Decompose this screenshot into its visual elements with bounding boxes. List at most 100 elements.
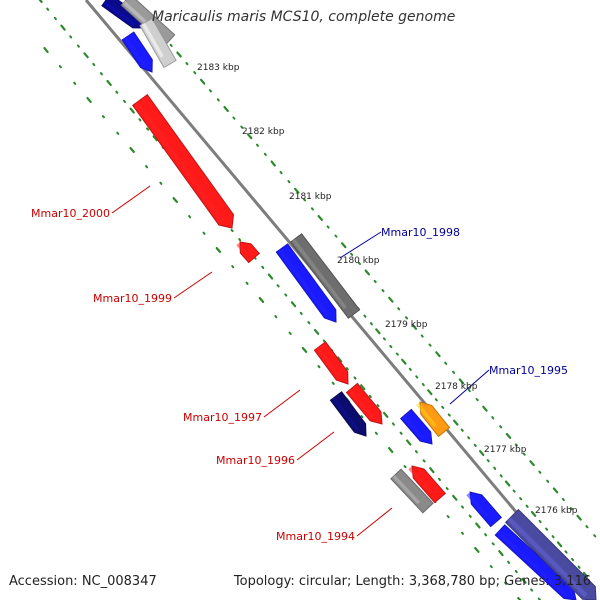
gene-mmar10-1995-b [416, 401, 451, 438]
scale-dot [73, 81, 77, 85]
gene-mmar10-1997-b [345, 382, 383, 425]
gene-right-slate [504, 508, 597, 600]
scale-dot [493, 466, 497, 470]
scale-dot [415, 375, 419, 379]
scale-dot [115, 90, 119, 94]
gene-mmar10-2000 [132, 94, 235, 229]
scale-dot [258, 297, 265, 303]
scale-dot [322, 339, 326, 343]
scale-dot [460, 428, 464, 432]
gene-label-mmar10_2000[interactable]: Mmar10_2000 [31, 207, 110, 220]
gene-label-mmar10_1997[interactable]: Mmar10_1997 [183, 411, 262, 424]
scale-dot [498, 550, 504, 557]
gene-label-mmar10_1994[interactable]: Mmar10_1994 [276, 530, 355, 543]
scale-dot [369, 322, 373, 326]
scale-dot [263, 152, 267, 156]
scale-dot [441, 405, 445, 409]
scale-dot [530, 510, 537, 517]
scale-dot [317, 215, 323, 221]
gene-right-blue-b [494, 524, 577, 600]
scale-dot [360, 384, 366, 391]
scale-dot [240, 125, 244, 129]
scale-dot [232, 116, 236, 120]
genome-summary-text: Topology: circular; Length: 3,368,780 bp… [233, 574, 591, 589]
scale-dot [375, 328, 381, 335]
scale-dot [58, 65, 62, 69]
scale-dot [313, 328, 320, 335]
scale-dot [552, 487, 559, 494]
scale-dot [475, 398, 479, 402]
scale-dot [388, 296, 394, 303]
scale-dot [475, 522, 481, 529]
scale-dot [461, 531, 464, 535]
scale-dot [446, 515, 450, 519]
scale-dot [223, 105, 229, 113]
scale-dot [582, 571, 589, 578]
scale-dot [116, 131, 120, 135]
scale-dot [193, 71, 197, 75]
scale-dot [571, 557, 575, 562]
scale-dot [429, 467, 435, 474]
scale-dot [345, 367, 349, 371]
gene-mmar10-1998-a [275, 243, 337, 323]
scale-dot [491, 542, 495, 546]
scale-dot [279, 170, 283, 175]
gene-label-mmar10_1995[interactable]: Mmar10_1995 [489, 364, 568, 377]
scale-dot [129, 107, 135, 114]
gene-mmar10-1996 [329, 391, 367, 437]
scale-dot [317, 365, 321, 369]
scale-dot [303, 198, 307, 202]
scale-dot [307, 321, 311, 325]
scale-dot [288, 331, 292, 335]
gene-top-lightgrey [139, 17, 177, 69]
scale-dot [334, 234, 338, 238]
scale-dot [215, 247, 222, 253]
scale-dot [538, 519, 542, 524]
gene-right-blue-a [466, 491, 503, 528]
gene-mmar10-1995-a [399, 408, 433, 445]
scale-dot [188, 215, 192, 219]
gene-mmar10-1994-a [390, 468, 434, 514]
scale-dot [452, 370, 456, 374]
scale-dot [399, 431, 403, 435]
scale-dot [99, 72, 103, 76]
scale-dot [69, 35, 73, 39]
scale-dot [499, 425, 503, 429]
scale-dot [525, 504, 529, 508]
scale-dot [453, 419, 459, 426]
kbp-tick-label: 2182 kbp [242, 127, 285, 137]
kbp-tick-label: 2176 kbp [535, 506, 578, 516]
scale-dot [505, 432, 512, 439]
scale-dot [43, 46, 49, 54]
gene-label-mmar10_1999[interactable]: Mmar10_1999 [93, 292, 172, 305]
scale-dot [276, 284, 280, 288]
scale-dot [261, 265, 265, 269]
gene-label-mmar10_1996[interactable]: Mmar10_1996 [216, 454, 295, 467]
scale-dot [504, 480, 511, 487]
scale-dot [522, 452, 526, 456]
scale-dot [391, 422, 395, 426]
scale-dot [389, 344, 393, 349]
scale-dot [546, 479, 550, 483]
kbp-tick-label: 2181 kbp [289, 192, 332, 202]
scale-dot [569, 507, 573, 511]
scale-dot [310, 207, 314, 211]
gene-mmar10-1999 [236, 241, 261, 264]
scale-dot [504, 581, 508, 585]
accession-text: Accession: NC_008347 [9, 574, 157, 589]
scale-dot [403, 465, 407, 469]
scale-dot [231, 265, 235, 269]
scale-dot [585, 525, 589, 529]
gene-label-leader [339, 231, 382, 259]
scale-dot [414, 450, 418, 454]
gene-label-mmar10_1998[interactable]: Mmar10_1998 [381, 226, 460, 239]
scale-dot [169, 43, 173, 47]
gene-mmar10-1997-a [313, 341, 349, 385]
scale-dot [467, 388, 471, 393]
scale-dot [397, 307, 401, 311]
scale-dot [138, 118, 142, 122]
scale-dot [176, 51, 182, 58]
